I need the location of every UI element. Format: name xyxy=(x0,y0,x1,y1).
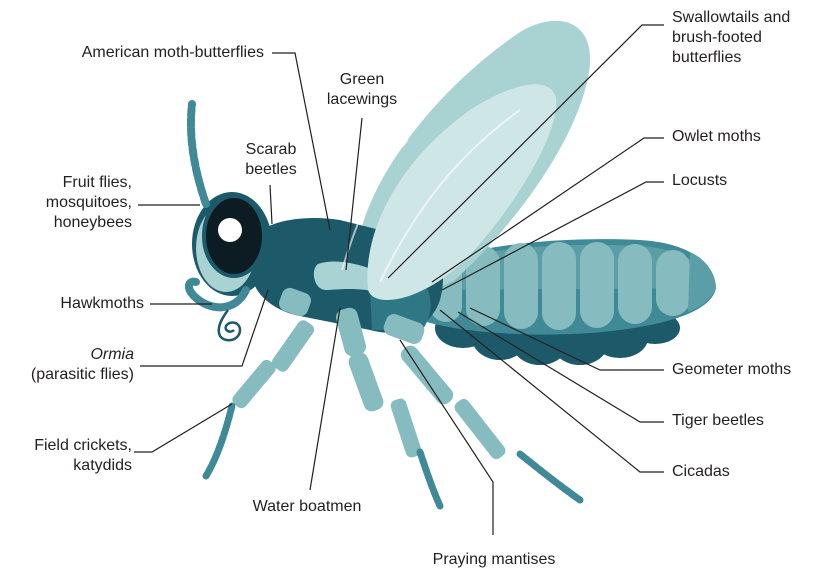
label-text: Geometer moths xyxy=(672,360,791,380)
middle-leg xyxy=(334,306,440,506)
label-text: Cicadas xyxy=(672,462,730,482)
label-cicadas: Cicadas xyxy=(672,462,730,482)
label-line: brush-footed xyxy=(672,28,790,48)
label-locusts: Locusts xyxy=(672,171,727,191)
label-line: mosquitoes, xyxy=(46,193,132,213)
label-text: Tiger beetles xyxy=(672,411,764,431)
label-text: Praying mantises xyxy=(412,550,576,570)
label-water-boatmen: Water boatmen xyxy=(232,497,382,517)
label-american-moth-butterflies: American moth-butterflies xyxy=(82,43,264,63)
label-fruit-flies: Fruit flies, mosquitoes, honeybees xyxy=(46,173,132,233)
label-text: Water boatmen xyxy=(232,497,382,517)
label-line: Field crickets, xyxy=(34,436,132,456)
label-tiger-beetles: Tiger beetles xyxy=(672,411,764,431)
label-owlet-moths: Owlet moths xyxy=(672,127,761,147)
abdomen-tip xyxy=(688,252,716,312)
label-field-crickets: Field crickets, katydids xyxy=(34,436,132,476)
label-line: katydids xyxy=(34,456,132,476)
label-text: Hawkmoths xyxy=(60,294,144,314)
label-line: butterflies xyxy=(672,48,790,68)
antenna xyxy=(191,104,206,204)
label-text: Locusts xyxy=(672,171,727,191)
label-line: (parasitic flies) xyxy=(31,365,134,385)
label-text: American moth-butterflies xyxy=(82,43,264,63)
front-leg xyxy=(206,286,316,476)
leader-water-boatmen xyxy=(310,308,340,490)
label-line: Scarab xyxy=(234,140,308,160)
label-line: Green xyxy=(326,70,398,90)
label-green-lacewings: Green lacewings xyxy=(326,70,398,110)
eye-highlight xyxy=(218,218,242,242)
label-line: honeybees xyxy=(46,213,132,233)
label-geometer-moths: Geometer moths xyxy=(672,360,791,380)
leader-scarab-beetles xyxy=(270,185,272,224)
label-swallowtails: Swallowtails and brush-footed butterflie… xyxy=(672,8,790,68)
label-line-italic: Ormia xyxy=(31,345,134,365)
label-line: Swallowtails and xyxy=(672,8,790,28)
label-text: Owlet moths xyxy=(672,127,761,147)
label-scarab-beetles: Scarab beetles xyxy=(234,140,308,180)
proboscis-coil xyxy=(219,310,240,340)
label-hawkmoths: Hawkmoths xyxy=(60,294,144,314)
label-praying-mantises: Praying mantises xyxy=(412,550,576,570)
label-ormia: Ormia (parasitic flies) xyxy=(31,345,134,385)
label-line: lacewings xyxy=(326,90,398,110)
label-line: beetles xyxy=(234,160,308,180)
label-line: Fruit flies, xyxy=(46,173,132,193)
